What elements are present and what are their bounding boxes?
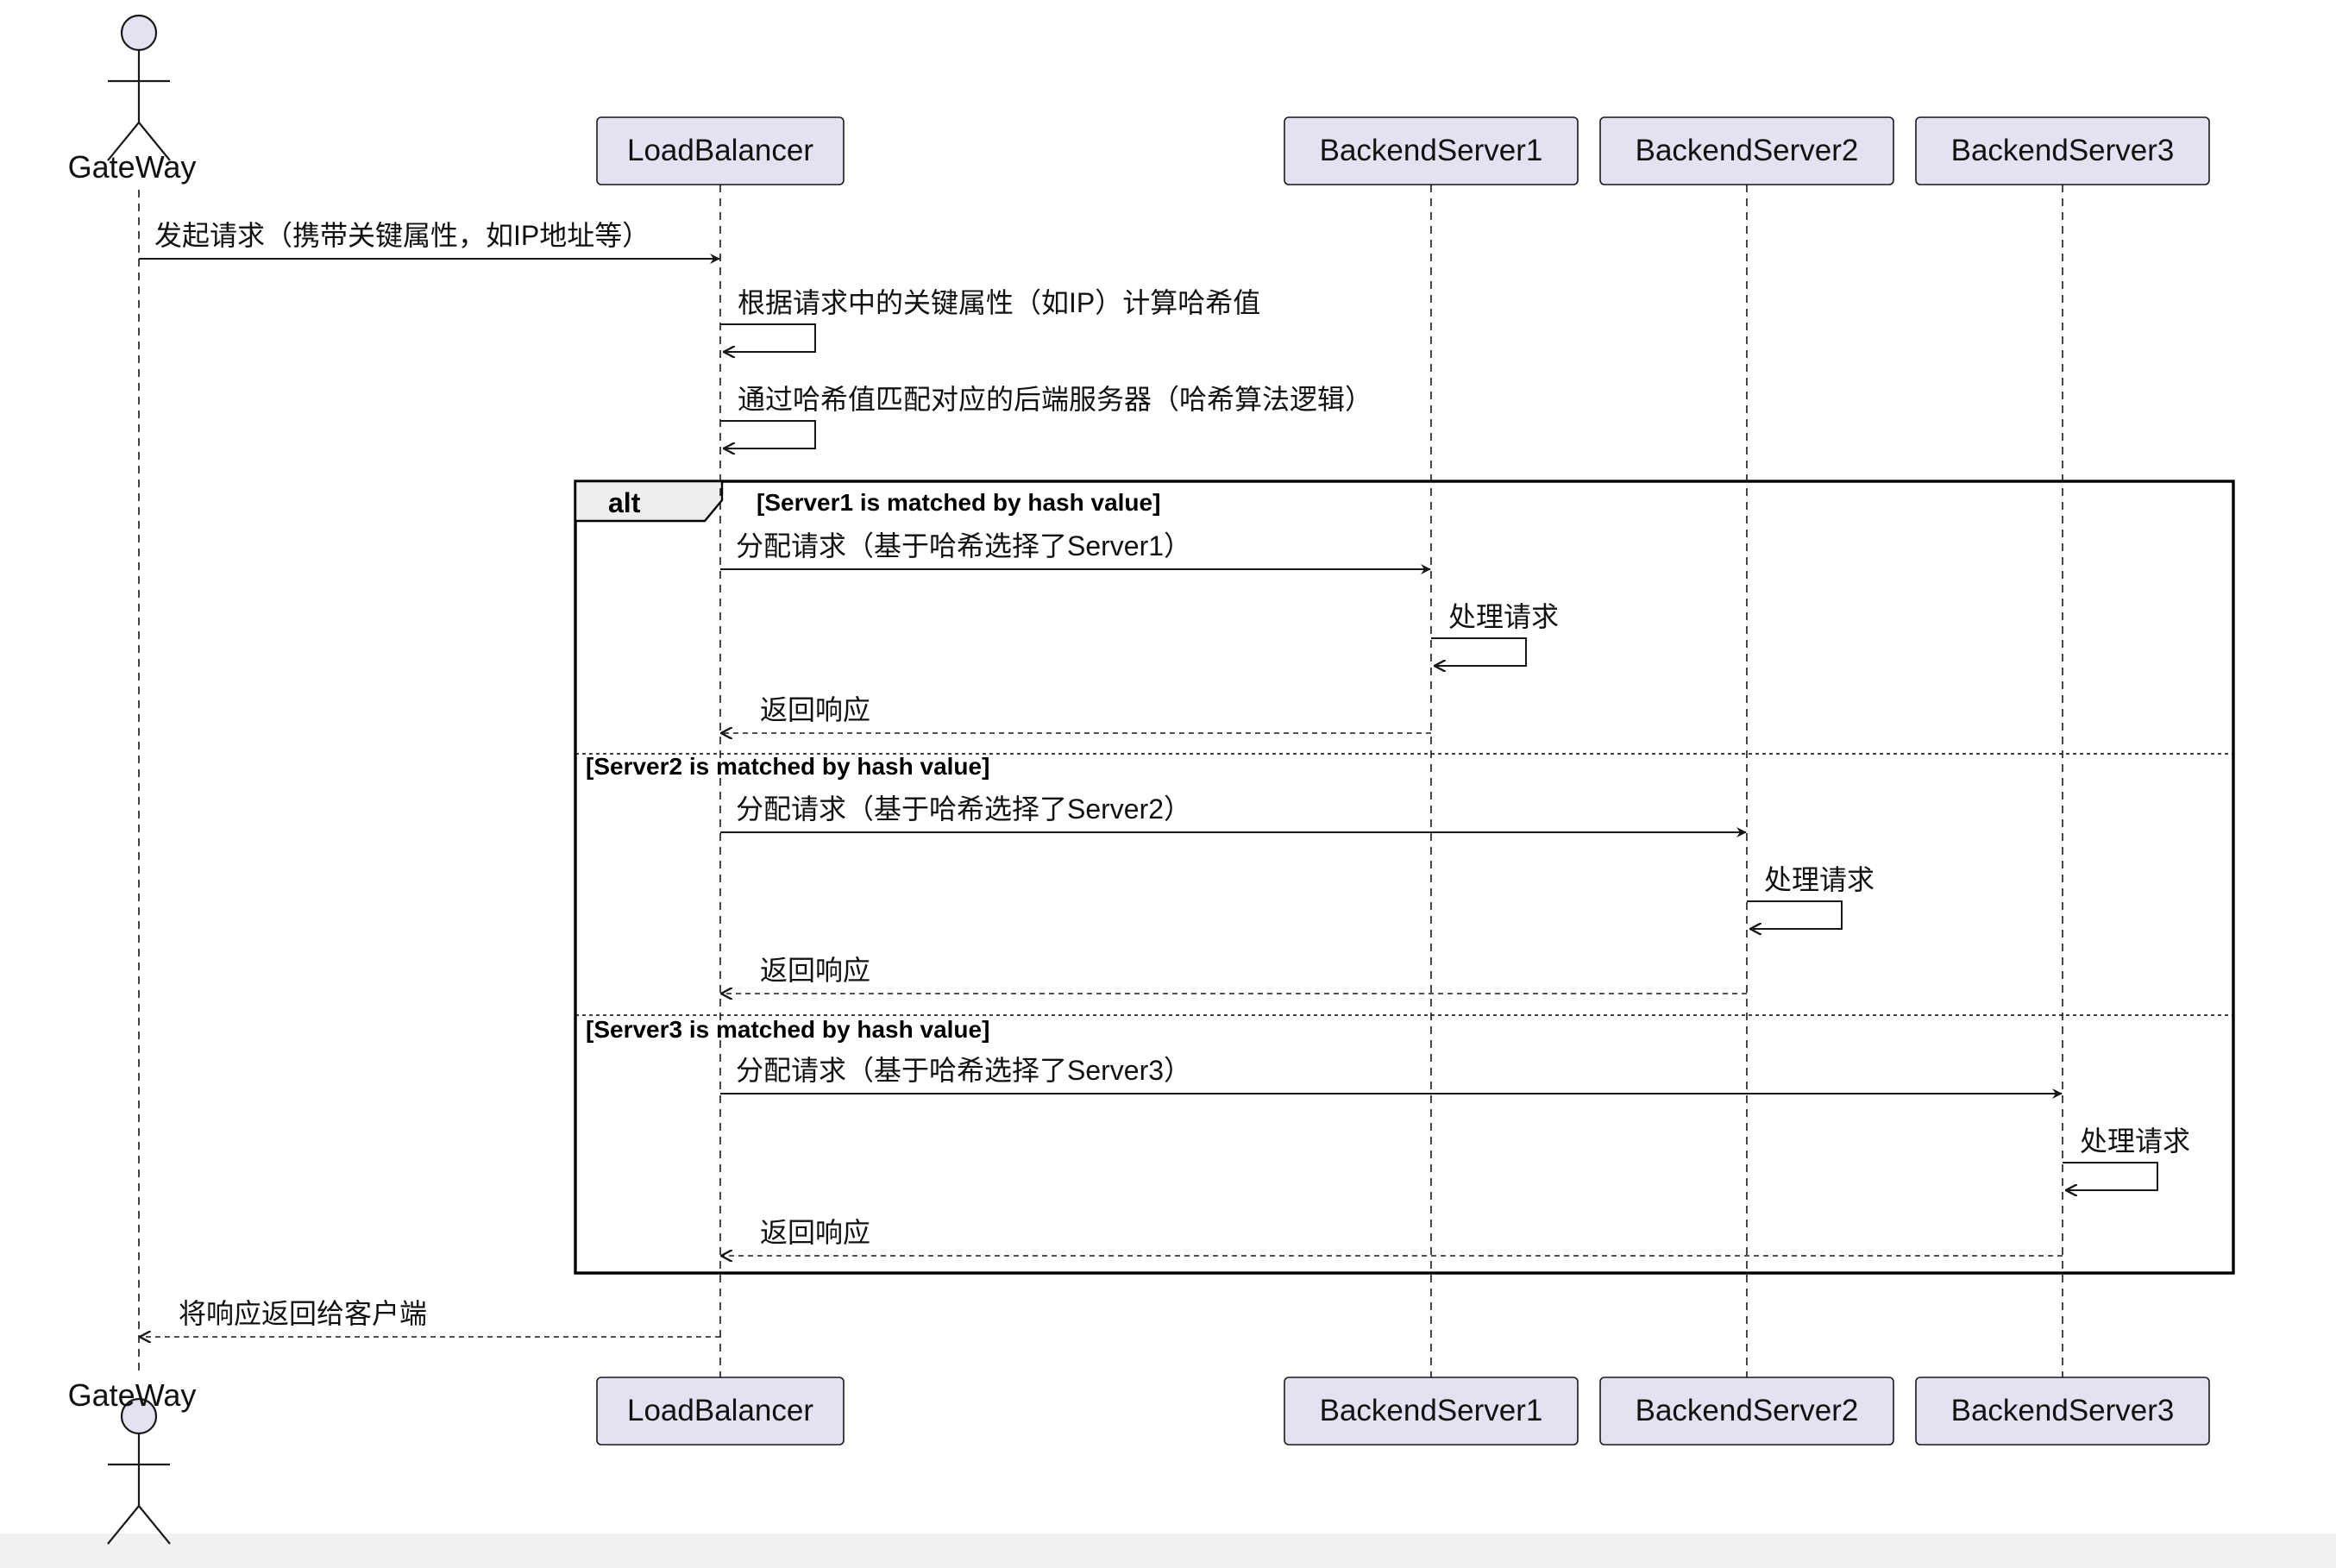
self-message-arrow [1747,900,1843,929]
participant-box [1915,1377,2210,1446]
message-2: 根据请求中的关键属性（如IP）计算哈希值 [720,287,1260,352]
actor-left-leg [107,122,140,161]
self-message-label: 处理请求 [2080,1126,2190,1157]
alt-label-tab [574,480,724,523]
participant-s1-bottom: BackendServer1 [1284,1377,1579,1446]
lifelines [138,185,2063,1377]
participant-s3-bottom: BackendServer3 [1915,1377,2210,1446]
messages: 发起请求（携带关键属性，如IP地址等） 根据请求中的关键属性（如IP）计算哈希值通… [139,220,2190,1337]
actor-left-leg [107,1505,140,1545]
message-label: 返回响应 [760,1217,870,1248]
message-8: 处理请求 [1747,864,1874,929]
message-6: 返回响应 [721,694,1431,733]
participant-box [1599,1377,1894,1446]
participant-box [1284,116,1579,185]
participant-label: BackendServer1 [1320,1394,1543,1427]
message-5: 处理请求 [1431,601,1559,666]
actor-right-leg [138,122,171,161]
participant-label: BackendServer3 [1951,134,2175,167]
participant-lb-top: LoadBalancer [596,116,845,185]
alt-guard-3: [Server3 is matched by hash value] [586,1016,989,1043]
participant-label: BackendServer3 [1951,1394,2175,1427]
message-13: 将响应返回给客户端 [140,1298,720,1337]
participant-label: LoadBalancer [627,1394,813,1427]
participant-lb-bottom: LoadBalancer [596,1377,845,1446]
actor-label: GateWay [68,1377,197,1413]
message-label: 分配请求（基于哈希选择了Server1） [736,530,1191,561]
actor-gateway-top: GateWay [68,14,197,185]
alt-guard-1: [Server1 is matched by hash value] [757,489,1160,516]
message-label: 返回响应 [760,955,870,986]
self-message-label: 根据请求中的关键属性（如IP）计算哈希值 [738,287,1260,318]
participant-box [596,1377,845,1446]
message-4: 分配请求（基于哈希选择了Server1） [720,530,1431,574]
actor-gateway-bottom: GateWay [68,1377,197,1545]
self-message-arrow [720,323,816,352]
participant-label: BackendServer1 [1320,134,1543,167]
message-3: 通过哈希值匹配对应的后端服务器（哈希算法逻辑） [720,384,1372,448]
participant-s2-top: BackendServer2 [1599,116,1894,185]
message-12: 返回响应 [721,1217,2063,1256]
participant-label: LoadBalancer [627,134,813,167]
message-10: 分配请求（基于哈希选择了Server3） [720,1055,2063,1099]
self-message-arrow [720,420,816,448]
self-message-arrow [1431,637,1527,666]
message-label: 返回响应 [760,694,870,725]
participant-box [1284,1377,1579,1446]
participant-s1-top: BackendServer1 [1284,116,1579,185]
self-message-label: 处理请求 [1764,864,1874,895]
participant-s3-top: BackendServer3 [1915,116,2210,185]
participant-box [1599,116,1894,185]
message-label: 分配请求（基于哈希选择了Server3） [736,1055,1191,1086]
actor-right-leg [138,1505,171,1545]
actor-label: GateWay [68,149,197,185]
participant-label: BackendServer2 [1636,134,1859,167]
bottom-strip [0,1534,2336,1568]
message-label: 发起请求（携带关键属性，如IP地址等） [154,220,650,251]
participant-label: BackendServer2 [1636,1394,1859,1427]
message-1: 发起请求（携带关键属性，如IP地址等） [139,220,720,264]
self-message-arrow [2063,1162,2158,1190]
self-message-label: 通过哈希值匹配对应的后端服务器（哈希算法逻辑） [738,384,1372,415]
alt-frame-border [574,480,2235,1275]
message-label: 将响应返回给客户端 [179,1298,427,1329]
alt-keyword: alt [608,487,641,518]
alt-fragment: alt [Server1 is matched by hash value] [Se… [574,480,2235,1275]
message-9: 返回响应 [721,955,1747,994]
alt-guard-2: [Server2 is matched by hash value] [586,753,989,780]
message-7: 分配请求（基于哈希选择了Server2） [720,793,1747,837]
self-message-label: 处理请求 [1448,601,1559,632]
actor-head [120,14,158,52]
participant-box [1915,116,2210,185]
message-11: 处理请求 [2063,1126,2190,1190]
participant-box [596,116,845,185]
participant-s2-bottom: BackendServer2 [1599,1377,1894,1446]
message-label: 分配请求（基于哈希选择了Server2） [736,793,1191,825]
participants: GateWayGateWayLoadBalancerLoadBalancerBa… [68,14,2210,1545]
